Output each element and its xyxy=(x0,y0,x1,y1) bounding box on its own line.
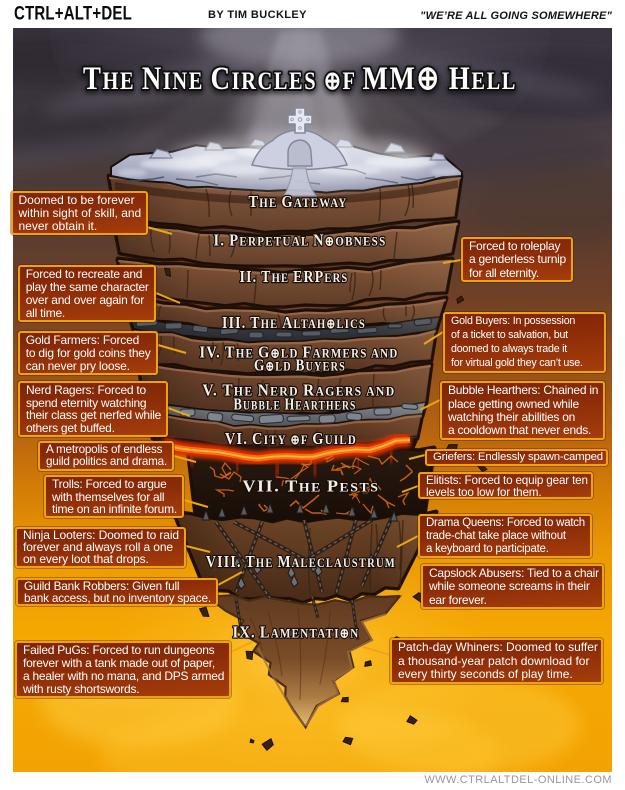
svg-text:THE NINE CIRCLES ⊕F MM⊕ HELL: THE NINE CIRCLES ⊕F MM⊕ HELL xyxy=(83,61,517,97)
svg-text:VIII. THE MALECLAUSTRUM: VIII. THE MALECLAUSTRUM xyxy=(206,552,396,571)
svg-text:I. PERPETUAL N⊕OBNESS: I. PERPETUAL N⊕OBNESS xyxy=(214,231,387,250)
svg-text:THE GATEWAY: THE GATEWAY xyxy=(249,192,348,211)
svg-text:IV. THE G⊕LD FARMERS AND: IV. THE G⊕LD FARMERS AND xyxy=(200,342,399,361)
svg-text:G⊕LD BUYERS: G⊕LD BUYERS xyxy=(254,356,346,375)
svg-text:BUBBLE HEARTHERS: BUBBLE HEARTHERS xyxy=(234,394,357,413)
svg-text:II. THE ERPERS: II. THE ERPERS xyxy=(240,267,349,286)
svg-text:THE NINE CIRCLES ⊕F MM⊕ HELL: THE NINE CIRCLES ⊕F MM⊕ HELL xyxy=(83,63,517,99)
svg-text:III. THE ALTAH⊕LICS: III. THE ALTAH⊕LICS xyxy=(222,313,366,332)
svg-text:IX. LAMENTATI⊕N: IX. LAMENTATI⊕N xyxy=(233,623,360,642)
svg-text:VI. CITY ⊕F GUILD: VI. CITY ⊕F GUILD xyxy=(225,429,357,448)
svg-text:VII. THE PESTS: VII. THE PESTS xyxy=(243,477,380,496)
svg-text:V. THE NERD RAGERS AND: V. THE NERD RAGERS AND xyxy=(203,381,396,400)
